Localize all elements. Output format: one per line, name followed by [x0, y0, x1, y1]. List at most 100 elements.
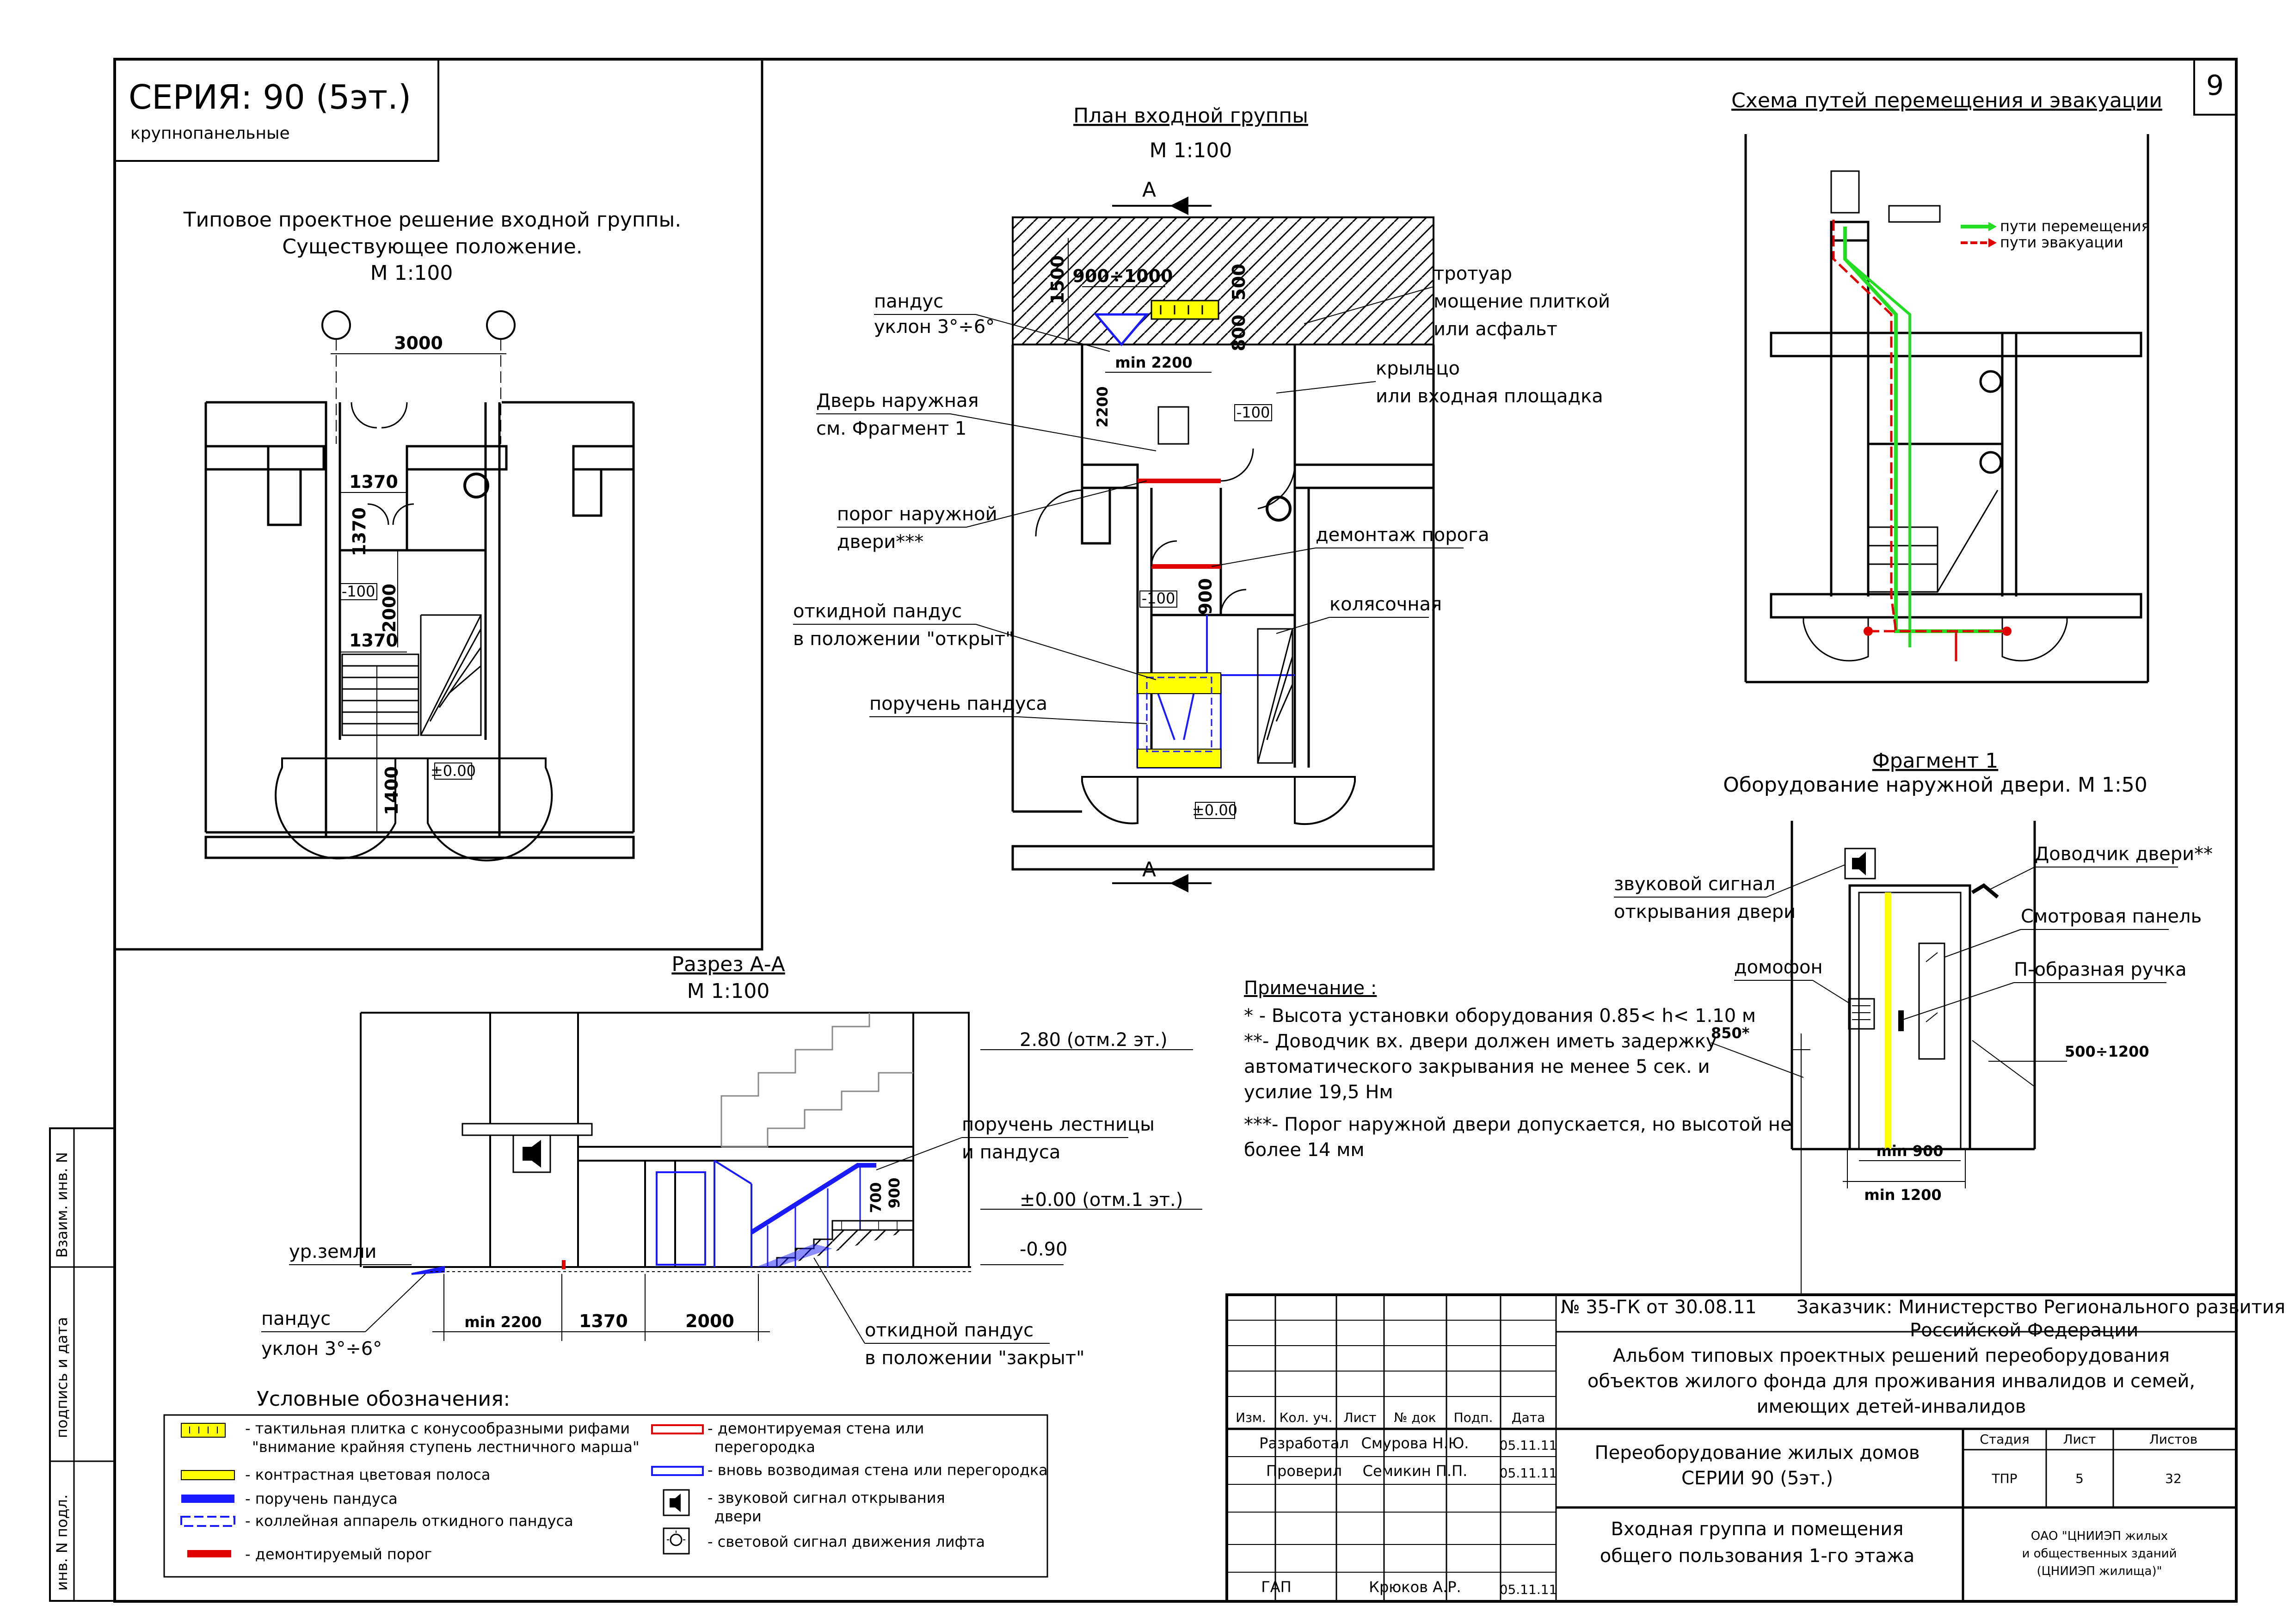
plan-walk-label-1: тротуар — [1434, 263, 1512, 284]
tb-col-list: Лист — [1344, 1410, 1377, 1425]
legend-title: Условные обозначения: — [257, 1387, 510, 1411]
tb-album-2: объектов жилого фонда для проживания инв… — [1587, 1371, 2195, 1392]
evacuation-path — [1832, 220, 2007, 633]
legend-item-3: - контрастная цветовая полоса — [245, 1466, 490, 1483]
tb-date-3: 05.11.11 — [1500, 1582, 1557, 1597]
evac-legend-1: пути перемещения — [2000, 217, 2150, 235]
plan-stroller-label: колясочная — [1329, 594, 1442, 615]
fragment-title-1: Фрагмент 1 — [1872, 749, 1999, 773]
wheelchair-icon — [1157, 406, 1189, 445]
plan-thr-label-2: двери*** — [837, 531, 923, 553]
frag-closer-label: Доводчик двери** — [2035, 843, 2213, 865]
notes: Примечание : * - Высота установки оборуд… — [1244, 978, 1792, 1161]
level-000: ±0.00 (отм.1 эт.) — [1020, 1189, 1183, 1211]
tb-col-sign: Подп. — [1454, 1410, 1493, 1425]
tb-sheet-title-1: Входная группа и помещения — [1611, 1519, 1904, 1540]
dim-min-900: min 900 — [1876, 1142, 1943, 1160]
tb-sheet-title-2: общего пользования 1-го этажа — [1600, 1545, 1915, 1567]
section-fold-label-2: в положении "закрыт" — [865, 1347, 1084, 1369]
legend-item-10: - звуковой сигнал открывания — [708, 1489, 945, 1507]
tb-album-3: имеющих детей-инвалидов — [1757, 1396, 2026, 1417]
stair-handrail — [750, 1163, 876, 1235]
dim-500-1200: 500÷1200 — [2065, 1043, 2149, 1060]
plan-porch-label-2: или входная площадка — [1376, 386, 1603, 407]
legend-item-11: двери — [714, 1507, 762, 1525]
tb-org-1: ОАО "ЦНИИЭП жилых — [2031, 1529, 2168, 1543]
tb-sheet: 5 — [2075, 1471, 2084, 1486]
stamp-cell-3: инв. N подл. — [53, 1495, 71, 1591]
typical-solution-panel: СЕРИЯ: 90 (5эт.) крупнопанельные Типовое… — [113, 58, 763, 951]
plan-dim-900: 900 — [1195, 578, 1216, 615]
plan-walk-label-2: мощение плиткой — [1434, 291, 1610, 312]
note-line-3: автоматического закрывания не менее 5 се… — [1244, 1056, 1710, 1077]
tb-date-1: 05.11.11 — [1500, 1438, 1557, 1453]
frag-panel-label: Смотровая панель — [2021, 906, 2202, 927]
series-title: СЕРИЯ: 90 (5эт.) — [129, 78, 411, 117]
dim-500: 500 — [1229, 264, 1249, 300]
legend-item-5: - коллейная аппарель откидного пандуса — [245, 1512, 573, 1530]
rail-label-1: поручень лестницы — [962, 1114, 1155, 1135]
rail-label-2: и пандуса — [962, 1142, 1060, 1163]
dim-1370-b: 1370 — [349, 630, 398, 651]
plan-handrail-label: поручень пандуса — [869, 693, 1047, 714]
tb-date-2: 05.11.11 — [1500, 1465, 1557, 1481]
plan-ramp-label-1: пандус — [874, 291, 943, 312]
dim-700: 700 — [867, 1182, 885, 1213]
dim-2200-v: 2200 — [1094, 386, 1111, 427]
door-handle — [1898, 1010, 1904, 1031]
tb-col-doc: № док — [1394, 1410, 1436, 1425]
section-mark-top: А — [1142, 178, 1156, 202]
legend-strip-swatch — [181, 1470, 235, 1480]
note-line-4: усилие 19,5 Нм — [1244, 1082, 1393, 1103]
plan-door-label-2: см. Фрагмент 1 — [816, 418, 966, 439]
legend-handrail-swatch — [181, 1495, 234, 1503]
series-subtitle: крупнопанельные — [130, 124, 290, 143]
tb-sheets-label: Листов — [2149, 1432, 2198, 1447]
section-title: Разрез А-А — [671, 953, 785, 976]
plan-walk-label-3: или асфальт — [1434, 319, 1557, 340]
sheet-number: 9 — [2206, 69, 2224, 102]
legend-threshold-swatch — [187, 1550, 231, 1557]
plan-ramp-label-2: уклон 3°÷6° — [874, 316, 995, 338]
dim-900: 900 — [886, 1178, 903, 1209]
tb-col-izm: Изм. — [1236, 1410, 1266, 1425]
dim-min-2200: min 2200 — [1115, 354, 1192, 371]
tb-name-2: Семикин П.П. — [1363, 1462, 1468, 1480]
evac-title: Схема путей перемещения и эвакуации — [1731, 89, 2162, 112]
level-m090: -0.90 — [1020, 1239, 1068, 1260]
plan-level-zero: ±0.00 — [1192, 801, 1237, 819]
legend-fold-swatch — [180, 1516, 235, 1527]
legend-demolish-swatch — [651, 1424, 704, 1434]
tb-project-1: Переоборудование жилых домов — [1595, 1442, 1920, 1464]
lift-light-icon — [663, 1527, 690, 1555]
legend-item-12: - световой сигнал движения лифта — [708, 1533, 985, 1550]
title-block: № 35-ГК от 30.08.11 Заказчик: Министерст… — [1225, 1293, 2285, 1603]
sound-signal-icon — [663, 1489, 690, 1516]
tactile-tile — [1151, 300, 1219, 320]
ground-ramp — [411, 1266, 445, 1275]
tb-name-1: Смурова Н.Ю. — [1361, 1434, 1469, 1452]
note-line-1: * - Высота установки оборудования 0.85< … — [1244, 1005, 1756, 1027]
tb-role-3: ГАП — [1261, 1578, 1291, 1596]
note-line-6: более 14 мм — [1244, 1139, 1365, 1161]
dim-2000: 2000 — [379, 584, 400, 633]
typical-title-2: Существующее положение. — [282, 235, 583, 258]
section-dim-2000: 2000 — [685, 1311, 734, 1331]
fold-ramp-top — [1137, 672, 1221, 694]
legend-item-6: - демонтируемый порог — [245, 1545, 432, 1563]
tb-role-1: Разработал — [1259, 1434, 1349, 1452]
ramp-symbol — [1093, 313, 1150, 346]
typical-title-1: Типовое проектное решение входной группы… — [183, 208, 681, 232]
plan-level-m100-a: -100 — [1237, 404, 1270, 421]
tb-col-date: Дата — [1512, 1410, 1545, 1425]
exit-sign-icon — [1888, 205, 1941, 223]
legend-item-1: - тактильная плитка с конусообразными ри… — [245, 1420, 630, 1437]
legend-item-7: - демонтируемая стена или — [708, 1420, 924, 1437]
dim-1370-v: 1370 — [349, 507, 369, 556]
frag-sound-label-2: открывания двери — [1614, 901, 1796, 923]
tb-role-2: Проверил — [1266, 1462, 1342, 1480]
plan-level-m100-b: -100 — [1142, 590, 1175, 607]
wheelchair-icon — [1830, 170, 1860, 214]
dim-900-1000: 900÷1000 — [1073, 266, 1173, 286]
